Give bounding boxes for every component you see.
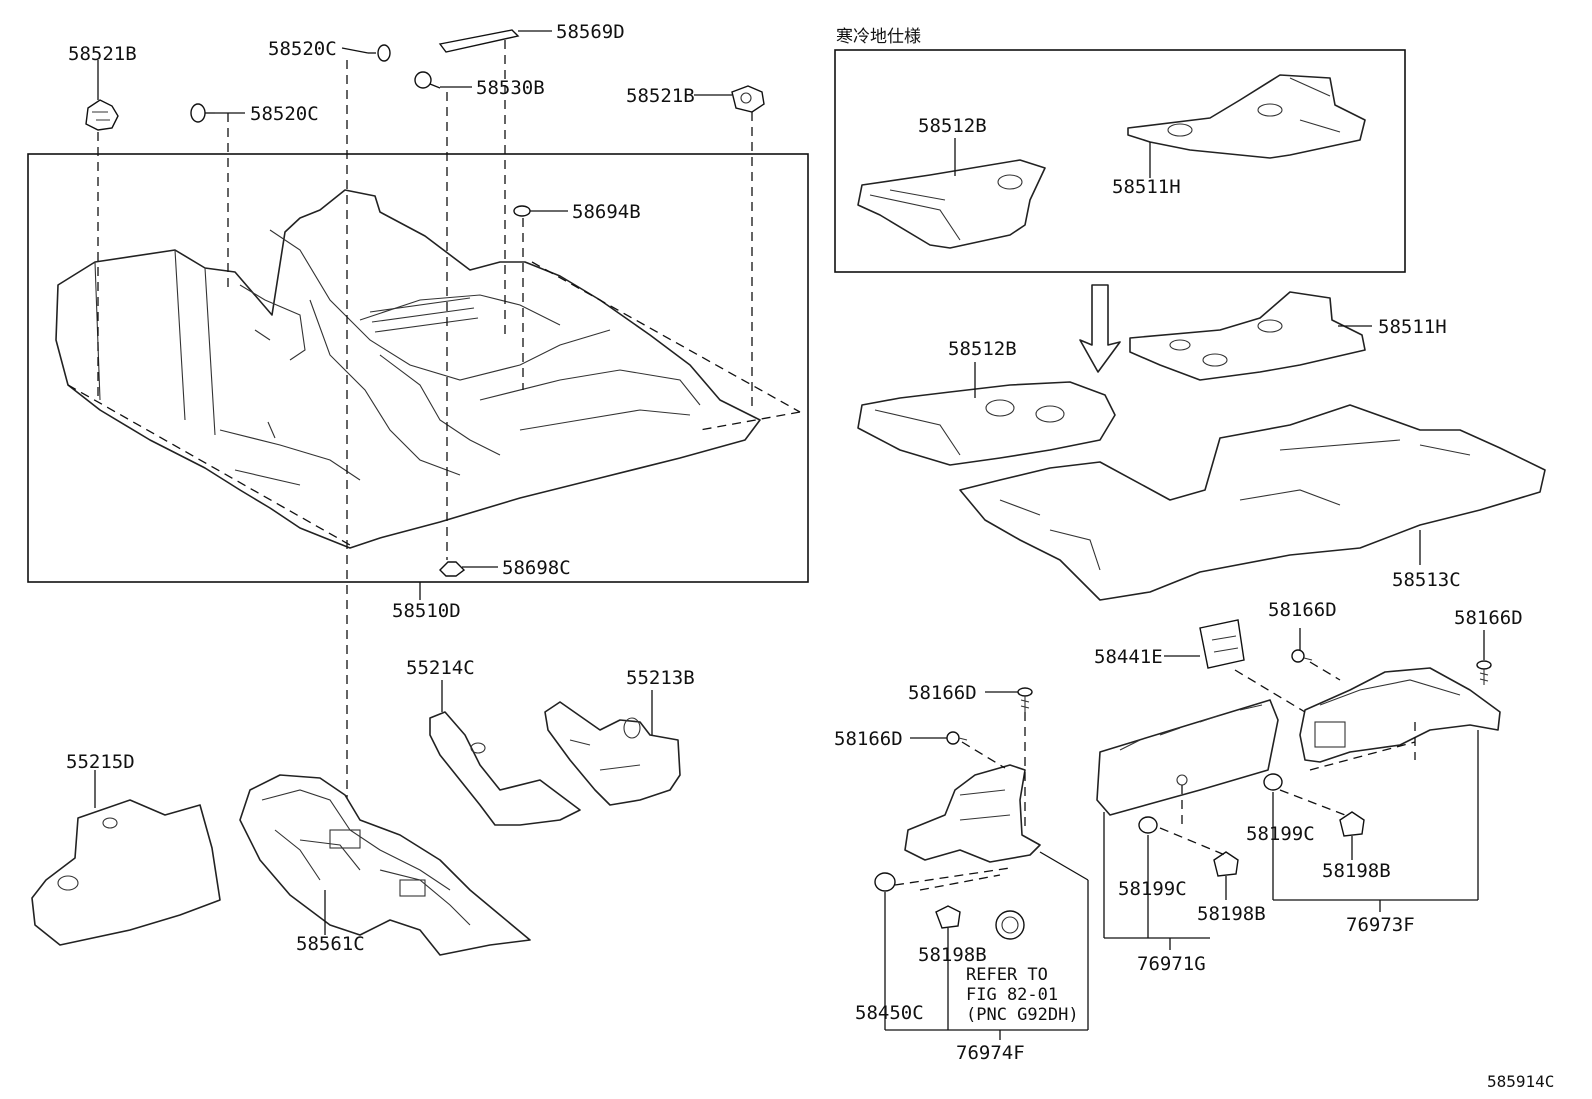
callout-58569D: 58569D: [556, 21, 625, 43]
refer-note-line3: (PNC G92DH): [966, 1005, 1079, 1025]
callout-58511H-box: 58511H: [1112, 176, 1181, 198]
callout-58512B-main: 58512B: [948, 338, 1017, 360]
pad-58511H: [1129, 291, 1366, 381]
callout-58199C-b: 58199C: [1246, 823, 1315, 845]
scuff-plate-76971G: [1096, 699, 1279, 816]
callout-55215D: 55215D: [66, 751, 135, 773]
refer-note-line2: FIG 82-01: [966, 985, 1058, 1005]
screw-58166D-c: [1291, 649, 1313, 663]
clip-58198B-b: [1213, 851, 1239, 877]
refer-note-line1: REFER TO: [966, 965, 1048, 985]
floor-carpet-58513C: [959, 404, 1546, 601]
screw-58166D-a: [1017, 687, 1033, 712]
plug-58520C-left: [190, 103, 215, 123]
callout-58198B-b: 58198B: [1197, 903, 1266, 925]
strip-58569D: [438, 29, 520, 53]
callout-58166D-b: 58166D: [834, 728, 903, 750]
callout-58166D-c: 58166D: [1268, 599, 1337, 621]
floor-console-58561C: [239, 774, 531, 956]
retainer-58521B-right: [731, 85, 765, 113]
floor-carpet-58510D: [55, 189, 761, 549]
callout-76971G: 76971G: [1137, 953, 1206, 975]
callout-58513C: 58513C: [1392, 569, 1461, 591]
grommet-58530B: [414, 71, 441, 89]
panel-55215D: [31, 799, 221, 946]
callout-58199C-a: 58199C: [1118, 878, 1187, 900]
callout-58511H-main: 58511H: [1378, 316, 1447, 338]
callout-76974F: 76974F: [956, 1042, 1025, 1064]
clip-58198B-c: [1339, 811, 1365, 837]
callout-58510D: 58510D: [392, 600, 461, 622]
callout-58512B-box: 58512B: [918, 115, 987, 137]
clip-58698C: [439, 561, 466, 577]
cold-box-pad-58512B: [857, 159, 1046, 249]
transition-arrow: [1079, 284, 1121, 373]
callout-58521B-right: 58521B: [626, 85, 695, 107]
callout-58441E: 58441E: [1094, 646, 1163, 668]
cold-area-spec-title: 寒冷地仕様: [836, 27, 921, 47]
callout-55214C: 55214C: [406, 657, 475, 679]
pad-58512B: [857, 381, 1116, 466]
floor-carpet-assembly-frame: [27, 153, 809, 583]
screw-58166D-d: [1476, 660, 1492, 685]
clip-58694B: [513, 205, 531, 217]
callout-58694B: 58694B: [572, 201, 641, 223]
clip-58199C-a: [1138, 816, 1158, 834]
plate-58441E: [1199, 619, 1245, 669]
callout-58198B-c: 58198B: [1322, 860, 1391, 882]
callout-58521B-left: 58521B: [68, 43, 137, 65]
retainer-58521B-left: [85, 99, 119, 131]
callout-58198B-a: 58198B: [918, 944, 987, 966]
callout-58166D-d: 58166D: [1454, 607, 1523, 629]
callout-58698C: 58698C: [502, 557, 571, 579]
figure-id: 585914C: [1487, 1072, 1554, 1091]
callout-58561C: 58561C: [296, 933, 365, 955]
callout-58530B: 58530B: [476, 77, 545, 99]
callout-58520C-top: 58520C: [268, 38, 337, 60]
scuff-plate-76973F: [1299, 667, 1501, 763]
callout-58450C: 58450C: [855, 1002, 924, 1024]
callout-55213B: 55213B: [626, 667, 695, 689]
clip-58199C-b: [1263, 773, 1283, 791]
clip-58450C: [874, 872, 896, 892]
plug-58520C-top: [368, 44, 391, 62]
cold-area-spec-frame: [834, 49, 1406, 273]
callout-58520C-left: 58520C: [250, 103, 319, 125]
panel-55213B: [544, 701, 681, 806]
callout-76973F: 76973F: [1346, 914, 1415, 936]
screw-58166D-b: [946, 731, 968, 745]
callout-58166D-a: 58166D: [908, 682, 977, 704]
cold-box-pad-58511H: [1127, 74, 1366, 159]
scuff-cover-76974F: [904, 764, 1041, 863]
clip-58198B-a: [935, 905, 961, 929]
cover-55214C: [429, 711, 581, 826]
ring-58198B-refer: [995, 910, 1025, 940]
